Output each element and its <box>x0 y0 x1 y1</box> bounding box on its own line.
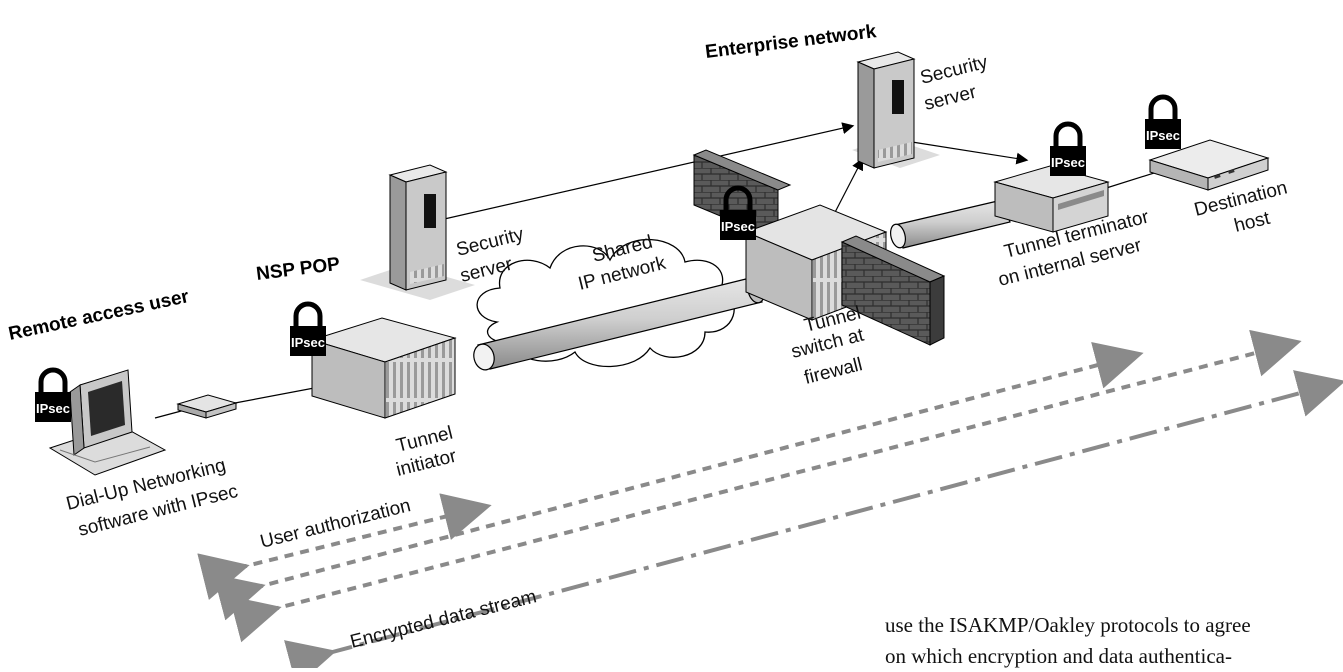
ipsec-lock-terminator: IPsec <box>1050 121 1086 176</box>
destination-host-device <box>1148 139 1270 191</box>
security-server-nsp <box>360 164 475 300</box>
tunnel-tube-internal <box>890 199 1011 249</box>
ipsec-badge-label: IPsec <box>36 401 70 416</box>
security-servers-link <box>407 122 855 233</box>
ipsec-lock-destination: IPsec <box>1145 94 1181 149</box>
security-terminator-link <box>901 134 1029 165</box>
tunnel-initiator-device <box>310 317 457 419</box>
enterprise-network-title: Enterprise network <box>704 21 878 63</box>
laptop-device <box>48 369 167 476</box>
ipsec-badge-label: IPsec <box>1051 155 1085 170</box>
ipsec-lock-initiator: IPsec <box>290 301 326 356</box>
encrypted-stream-label: Encrypted data stream <box>348 586 539 653</box>
tunnel-terminator-device <box>993 165 1110 233</box>
modem-device <box>176 394 238 419</box>
dialup-line <box>154 409 186 419</box>
body-text: use the ISAKMP/Oakley protocols to agree… <box>885 610 1343 672</box>
tunnel-switch-label-3: firewall <box>802 354 864 389</box>
body-text-line-2: on which encryption and data authentica- <box>885 644 1232 668</box>
ipsec-badge-label: IPsec <box>1146 128 1180 143</box>
ipsec-badge-label: IPsec <box>291 335 325 350</box>
nsp-pop-title: NSP POP <box>255 254 341 285</box>
ipsec-lock-switch: IPsec <box>720 185 756 240</box>
body-text-line-1: use the ISAKMP/Oakley protocols to agree <box>885 613 1251 637</box>
remote-access-user-title: Remote access user <box>7 286 192 345</box>
encrypted-stream-arrow-3 <box>284 370 1343 668</box>
destination-host-label-2: host <box>1232 208 1273 237</box>
ipsec-badge-label: IPsec <box>721 219 755 234</box>
security-server-nsp-label-1: Security <box>454 224 526 261</box>
flow-arrows <box>197 329 1343 668</box>
ipsec-lock-laptop: IPsec <box>35 367 71 422</box>
firewall-front-wall <box>840 235 946 346</box>
security-server-enterprise-label-1: Security <box>918 52 990 89</box>
security-server-enterprise <box>852 51 940 169</box>
